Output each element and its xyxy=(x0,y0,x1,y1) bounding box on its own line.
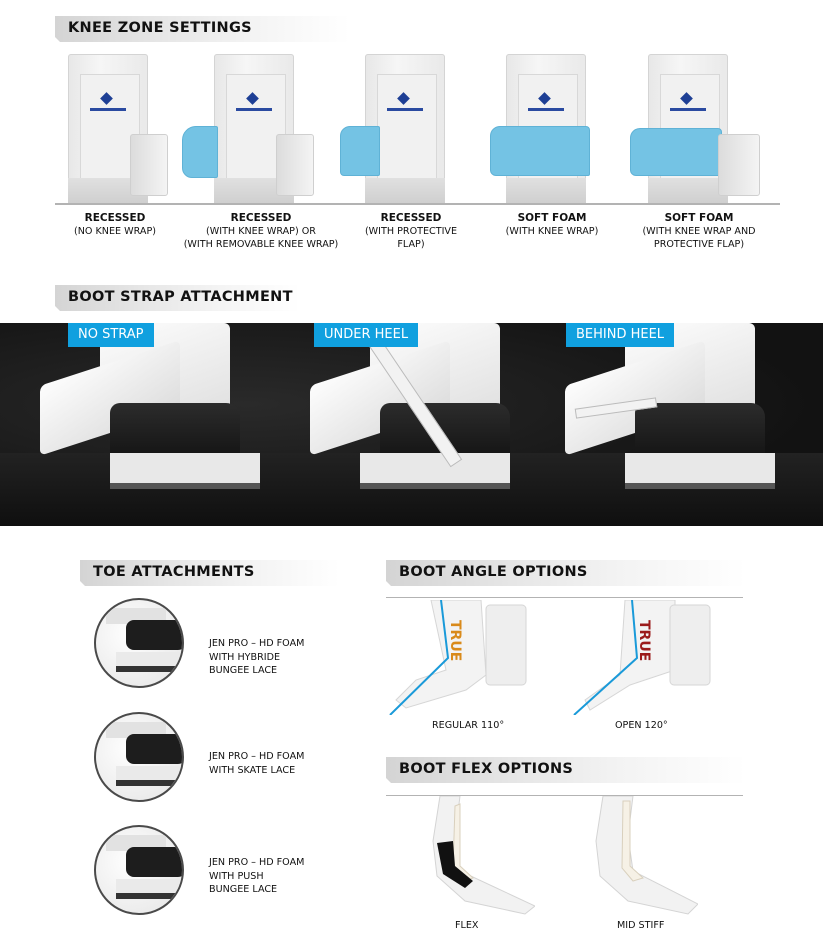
knee-option-image-5 xyxy=(630,54,760,204)
toe-image-3 xyxy=(94,825,184,915)
under-heel-photo xyxy=(300,323,540,526)
knee-zone-title: KNEE ZONE SETTINGS xyxy=(68,20,252,36)
knee-option-image-4 xyxy=(490,54,600,204)
knee-caption-1: RECESSED (NO KNEE WRAP) xyxy=(73,212,156,237)
boot-angle-title: BOOT ANGLE OPTIONS xyxy=(399,564,588,580)
toe-image-1 xyxy=(94,598,184,688)
boot-flex-flex-label: FLEX xyxy=(455,920,479,931)
tag-no-strap: NO STRAP xyxy=(68,323,154,347)
boot-flex-flex-image xyxy=(432,796,535,915)
boot-angle-regular-label: REGULAR 110° xyxy=(432,720,505,731)
svg-text:TRUE: TRUE xyxy=(447,620,463,661)
toe-caption-2: JEN PRO – HD FOAM WITH SKATE LACE xyxy=(209,751,305,776)
knee-caption-2: RECESSED (WITH KNEE WRAP) OR (WITH REMOV… xyxy=(183,212,339,250)
behind-heel-photo xyxy=(555,323,795,526)
knee-zone-divider xyxy=(55,203,780,205)
toe-attachments-title: TOE ATTACHMENTS xyxy=(93,564,255,580)
knee-caption-3: RECESSED (WITH PROTECTIVE FLAP) xyxy=(364,212,458,250)
toe-attachments-header: TOE ATTACHMENTS xyxy=(80,560,340,586)
boot-flex-midstiff-image xyxy=(595,796,698,915)
boot-strap-photo-strip: NO STRAP UNDER HEEL BEHIND HEEL xyxy=(0,323,823,526)
knee-caption-5: SOFT FOAM (WITH KNEE WRAP AND PROTECTIVE… xyxy=(642,212,756,250)
boot-angle-regular-image: TRUE xyxy=(389,600,527,715)
boot-flex-title: BOOT FLEX OPTIONS xyxy=(399,761,574,777)
tag-behind-heel: BEHIND HEEL xyxy=(566,323,675,347)
knee-caption-4: SOFT FOAM (WITH KNEE WRAP) xyxy=(505,212,599,237)
boot-angle-header: BOOT ANGLE OPTIONS xyxy=(386,560,746,586)
no-strap-photo xyxy=(30,323,270,526)
toe-caption-1: JEN PRO – HD FOAM WITH HYBRIDE BUNGEE LA… xyxy=(209,638,305,676)
toe-caption-3: JEN PRO – HD FOAM WITH PUSH BUNGEE LACE xyxy=(209,857,305,895)
knee-zone-header: KNEE ZONE SETTINGS xyxy=(55,16,350,42)
boot-flex-header: BOOT FLEX OPTIONS xyxy=(386,757,746,783)
boot-flex-divider xyxy=(386,795,743,796)
boot-strap-header: BOOT STRAP ATTACHMENT xyxy=(55,285,300,311)
knee-option-image-2 xyxy=(182,54,314,204)
boot-strap-title: BOOT STRAP ATTACHMENT xyxy=(68,289,293,305)
boot-angle-open-label: OPEN 120° xyxy=(615,720,668,731)
boot-angle-divider xyxy=(386,597,743,598)
boot-flex-midstiff-label: MID STIFF xyxy=(617,920,665,931)
toe-image-2 xyxy=(94,712,184,802)
svg-text:TRUE: TRUE xyxy=(636,620,652,661)
knee-option-image-3 xyxy=(340,54,455,204)
tag-under-heel: UNDER HEEL xyxy=(314,323,419,347)
boot-angle-open-image: TRUE xyxy=(573,600,711,715)
knee-option-image-1 xyxy=(60,54,170,204)
